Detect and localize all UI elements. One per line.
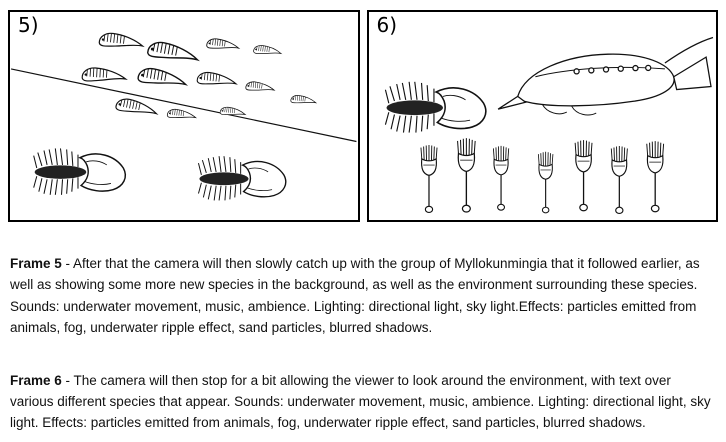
stalked-filter-feeder-drawing <box>456 137 476 213</box>
myllokunmingia-drawing <box>115 97 159 115</box>
myllokunmingia-drawing <box>98 32 144 47</box>
myllokunmingia-drawing <box>206 38 240 49</box>
spiny-shell-creature-drawing <box>32 147 127 196</box>
spiny-shell-creature-drawing <box>384 81 487 134</box>
myllokunmingia-drawing <box>137 67 188 86</box>
frame-6-panel: 6) <box>366 10 718 222</box>
stalked-filter-feeder-drawing <box>645 140 664 213</box>
frame-6-caption: Frame 6 - The camera will then stop for … <box>8 370 718 434</box>
frame-5-caption-title: Frame 5 <box>10 256 62 271</box>
stalked-filter-feeder-drawing <box>419 144 438 214</box>
myllokunmingia-drawing <box>196 71 237 85</box>
frame-6-drawing <box>384 36 713 215</box>
frame-5-panel: 5) <box>8 10 360 222</box>
frame-6-caption-title: Frame 6 <box>10 372 62 388</box>
stalked-filter-feeder-drawing <box>537 151 553 214</box>
frame-5-drawing <box>10 32 357 202</box>
frame-5-caption-text: - After that the camera will then slowly… <box>10 256 700 336</box>
stalked-filter-feeder-drawing <box>573 139 593 212</box>
myllokunmingia-school-drawing <box>81 32 317 119</box>
storyboard-panels: 5) <box>8 10 718 222</box>
frame-5-number: 5) <box>18 13 39 37</box>
frame-6-caption-text: - The camera will then stop for a bit al… <box>10 372 711 431</box>
seafloor-line <box>10 68 357 143</box>
myllokunmingia-drawing <box>166 108 196 119</box>
stalked-filter-feeder-drawing <box>610 145 628 215</box>
stalked-filter-feeder-drawing <box>492 145 509 211</box>
frame-6-number: 6) <box>376 13 398 37</box>
myllokunmingia-drawing <box>81 65 127 82</box>
spiny-shell-creature-drawing <box>197 155 287 202</box>
large-swimmer-drawing <box>497 36 713 116</box>
myllokunmingia-drawing <box>290 95 317 104</box>
myllokunmingia-drawing <box>253 45 282 54</box>
myllokunmingia-drawing <box>245 81 275 91</box>
myllokunmingia-drawing <box>146 40 200 61</box>
myllokunmingia-drawing <box>219 106 246 115</box>
stalked-filter-feeder-group-drawing <box>419 137 664 215</box>
frame-5-caption: Frame 5 - After that the camera will the… <box>8 253 718 339</box>
